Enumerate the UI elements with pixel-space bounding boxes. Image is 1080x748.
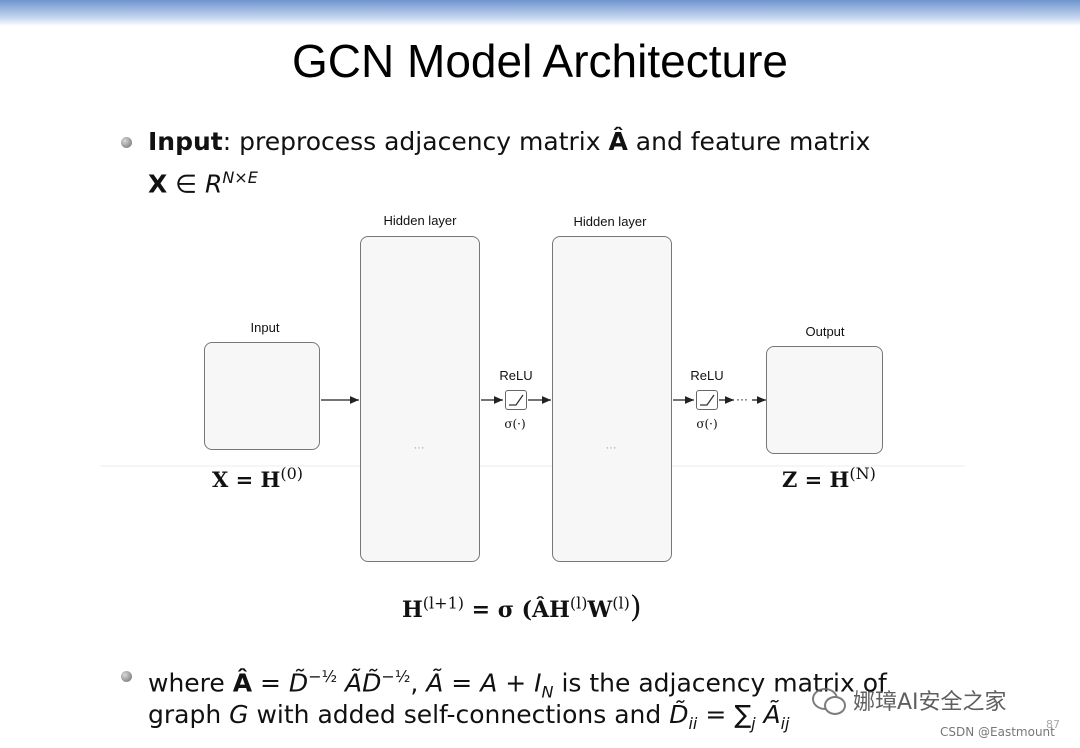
- b2-where: where: [148, 668, 233, 698]
- prop-w: W: [587, 597, 613, 623]
- b2-g: G: [229, 700, 249, 729]
- bullet-1-text: : preprocess adjacency matrix: [222, 127, 609, 156]
- b2-eq1: = D̃: [252, 668, 309, 698]
- slide-title: GCN Model Architecture: [292, 35, 788, 87]
- page-number: 87: [1046, 718, 1060, 731]
- bullet-1-text-2: and feature matrix: [627, 127, 871, 156]
- output-graph-box: [766, 346, 883, 454]
- prop-lhs: H: [402, 597, 423, 623]
- input-eq-text: X = H: [212, 467, 281, 492]
- relu-curve-icon: [700, 394, 715, 406]
- b2-a-tilde: Ã: [426, 668, 444, 698]
- input-keyword: Input: [148, 127, 223, 156]
- b2-exp2: −½: [381, 667, 411, 686]
- b2-sub-ij: ij: [780, 714, 790, 733]
- b2-line2-mid: with added self-connections and: [248, 700, 670, 729]
- hidden-layer-1-box: [360, 236, 480, 562]
- flow-ellipsis: ···: [736, 392, 748, 406]
- bullet-1-line-2: X ∈ RN×E: [148, 161, 258, 201]
- slide-top-bar: [0, 0, 1080, 26]
- b2-a-sum: Ã: [755, 700, 781, 729]
- b2-d-tilde: D̃: [669, 700, 689, 729]
- input-graph-box: [204, 342, 320, 450]
- propagation-equation: H(l+1) = σ (ÂH(l)W(l)): [402, 590, 642, 625]
- sigma-2-label: σ(·): [696, 417, 718, 431]
- relu-2-label: ReLU: [690, 368, 724, 383]
- bullet-2-line-2: graph G with added self-connections and …: [148, 698, 789, 741]
- brand-text: 娜璋AI安全之家: [853, 690, 1007, 715]
- input-equation: X = H(0): [212, 464, 303, 492]
- b2-eq3: = ∑: [697, 700, 752, 729]
- b2-a-hat: Â: [232, 668, 253, 698]
- r-symbol: R: [204, 169, 223, 199]
- wechat-watermark: 娜璋AI安全之家: [812, 684, 1007, 716]
- output-label: Output: [805, 324, 845, 339]
- output-eq-text: Z = H: [782, 467, 850, 492]
- b2-mid: ÃD̃: [337, 668, 382, 698]
- dims-superscript: N×E: [222, 168, 258, 187]
- in-symbol: ∈: [167, 169, 205, 199]
- relu-2-icon: [696, 390, 718, 410]
- x-symbol: X: [148, 169, 168, 199]
- b2-sub-ii: ii: [688, 714, 698, 733]
- prop-lhs-sup: (l+1): [422, 593, 464, 613]
- b2-eq2: = A + I: [443, 668, 542, 698]
- b2-sub-j: j: [751, 714, 756, 733]
- hidden-layer-1-label: Hidden layer: [383, 213, 457, 228]
- b2-sub-n: N: [541, 682, 554, 702]
- input-eq-sup: (0): [280, 464, 304, 483]
- bullet-1-line-1: Input: preprocess adjacency matrix Â and…: [148, 125, 870, 159]
- prop-close: ): [629, 590, 642, 625]
- bullet-2-line-1: where Â = D̃−½ ÃD̃−½, Ã = A + IN is the …: [148, 660, 887, 709]
- bullet-1-marker: [121, 137, 132, 148]
- hidden-1-ellipsis: ···: [413, 442, 425, 454]
- bullet-2-marker: [121, 671, 132, 682]
- prop-mid: = σ (ÂH: [463, 597, 570, 623]
- relu-1-icon: [505, 390, 527, 410]
- sigma-1-label: σ(·): [504, 417, 526, 431]
- relu-curve-icon: [509, 394, 524, 406]
- b2-exp1: −½: [308, 667, 338, 686]
- relu-1-label: ReLU: [499, 368, 533, 383]
- output-equation: Z = H(N): [782, 464, 876, 492]
- b2-graph: graph: [148, 700, 230, 729]
- prop-sup-2: (l): [612, 593, 630, 613]
- prop-sup-1: (l): [569, 593, 588, 613]
- csdn-watermark: CSDN @Eastmount: [940, 725, 1055, 739]
- hidden-layer-2-label: Hidden layer: [573, 214, 647, 229]
- hidden-2-ellipsis: ···: [605, 442, 617, 454]
- input-label: Input: [250, 320, 280, 335]
- output-eq-sup: (N): [849, 464, 876, 483]
- wechat-icon: [812, 688, 846, 715]
- b2-comma: ,: [410, 668, 427, 698]
- a-hat-symbol: Â: [608, 127, 628, 156]
- hidden-layer-2-box: [552, 236, 672, 562]
